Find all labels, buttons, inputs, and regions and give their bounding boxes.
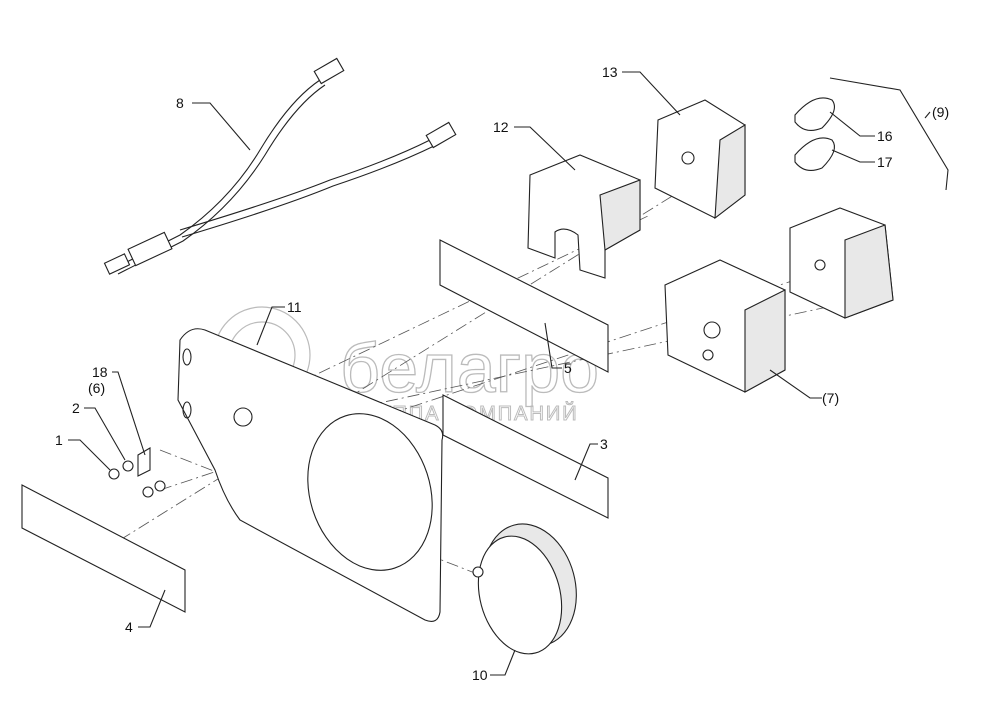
callout-11: 11: [287, 299, 302, 315]
callout-16: 16: [877, 128, 893, 144]
callout-3: 3: [600, 436, 608, 452]
group-bracket-line: [829, 77, 949, 191]
callout-13: 13: [602, 64, 618, 80]
label-4: [21, 484, 186, 613]
lamp-body: [654, 99, 746, 220]
fasteners: [108, 447, 166, 498]
callout-6: (6): [88, 380, 105, 396]
lamp-9: [789, 207, 894, 319]
bulbs: [794, 97, 835, 171]
callout-8: 8: [176, 95, 184, 111]
callout-labels: 8 13 12 (9) 16 17 11 18 (6) 2 1 5 (7) 3 …: [55, 64, 949, 683]
callout-1: 1: [55, 432, 63, 448]
callout-9: (9): [932, 104, 949, 120]
callout-4: 4: [125, 619, 133, 635]
leader-lines: [68, 71, 931, 676]
label-5: [439, 239, 609, 373]
label-3: [442, 394, 609, 519]
callout-2: 2: [72, 400, 80, 416]
callout-7: (7): [822, 390, 839, 406]
mounting-plate: [177, 328, 444, 622]
callout-17: 17: [877, 154, 893, 170]
callout-12: 12: [493, 119, 509, 135]
callout-18: 18: [92, 364, 108, 380]
bracket: [527, 154, 641, 279]
callout-5: 5: [564, 360, 572, 376]
wiring-harness: [103, 57, 457, 275]
lamp-7: [664, 259, 786, 393]
round-lamp: [472, 523, 577, 655]
callout-10: 10: [472, 667, 488, 683]
